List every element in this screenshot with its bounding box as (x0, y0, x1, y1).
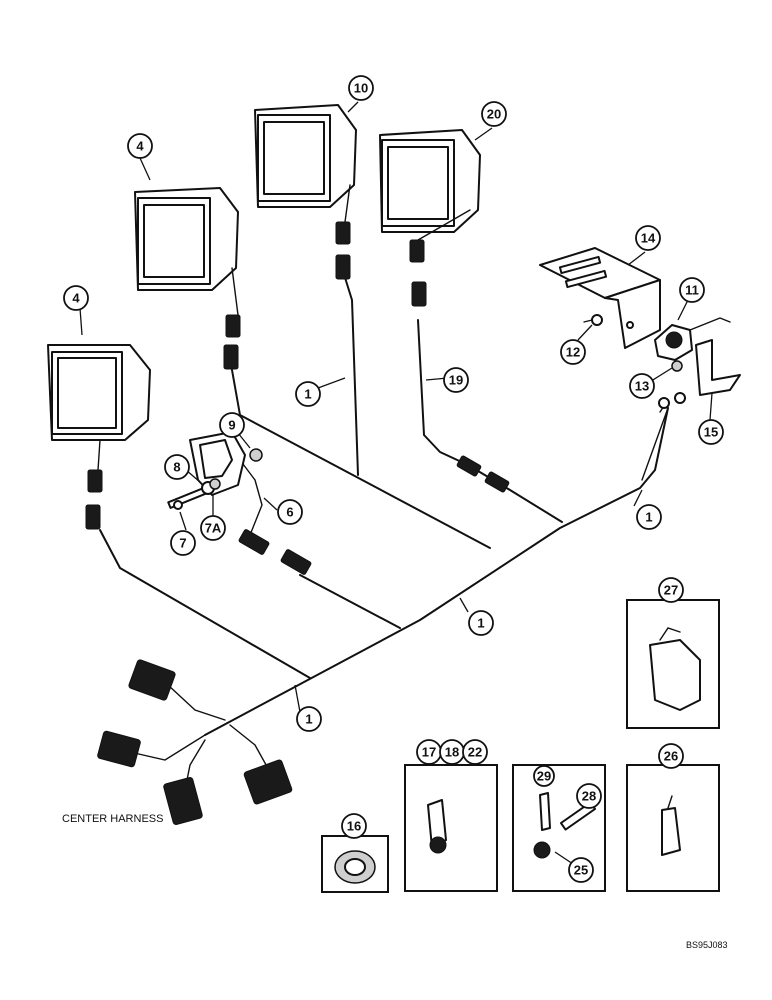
svg-text:29: 29 (537, 769, 551, 784)
callout-18: 18 (439, 739, 465, 765)
work-lamp-4 (134, 187, 241, 370)
detail-box-27 (626, 599, 720, 729)
svg-text:15: 15 (704, 425, 718, 440)
center-harness-connectors (97, 659, 293, 825)
svg-text:6: 6 (286, 505, 293, 520)
svg-text:22: 22 (468, 745, 482, 760)
mounting-bracket-14 (539, 247, 661, 349)
svg-text:27: 27 (664, 583, 678, 598)
work-lamp-lower-left (47, 344, 151, 530)
main-harness-trunk (204, 407, 669, 736)
svg-text:20: 20 (487, 107, 501, 122)
callout-1-c: 1 (468, 610, 494, 636)
callout-16: 16 (341, 813, 367, 839)
detail-box-16 (321, 835, 389, 893)
callout-10: 10 (348, 75, 374, 101)
svg-text:1: 1 (645, 510, 652, 525)
callout-25: 25 (568, 857, 594, 883)
switch-11 (654, 317, 731, 361)
callout-12: 12 (560, 339, 586, 365)
callout-17: 17 (416, 739, 442, 765)
nut-13 (671, 360, 683, 372)
connector-pair-19 (456, 455, 510, 493)
svg-text:11: 11 (685, 283, 699, 298)
callout-4-lower: 4 (63, 285, 89, 311)
svg-text:16: 16 (347, 819, 361, 834)
callout-19: 19 (443, 367, 469, 393)
callout-1-a: 1 (295, 381, 321, 407)
callout-26: 26 (658, 743, 684, 769)
svg-text:13: 13 (635, 379, 649, 394)
spacer-8 (201, 478, 221, 495)
svg-text:4: 4 (72, 291, 80, 306)
callout-28: 28 (576, 783, 602, 809)
svg-text:28: 28 (582, 789, 596, 804)
callout-27: 27 (658, 577, 684, 603)
detail-box-26 (626, 764, 720, 892)
svg-text:4: 4 (136, 139, 144, 154)
work-lamp-10 (254, 104, 357, 280)
ring-terminals (658, 392, 686, 409)
svg-text:25: 25 (574, 863, 588, 878)
svg-text:12: 12 (566, 345, 580, 360)
callout-11: 11 (679, 277, 705, 303)
callout-22: 22 (462, 739, 488, 765)
callout-4-upper: 4 (127, 133, 153, 159)
connector-6 (238, 529, 312, 575)
svg-text:9: 9 (228, 418, 235, 433)
callout-7: 7 (170, 530, 196, 556)
work-lamp-20 (379, 129, 481, 307)
callout-13: 13 (629, 373, 655, 399)
svg-text:1: 1 (305, 712, 312, 727)
callout-8: 8 (164, 454, 190, 480)
svg-text:1: 1 (304, 387, 311, 402)
callout-15: 15 (698, 419, 724, 445)
svg-text:18: 18 (445, 745, 459, 760)
svg-text:17: 17 (422, 745, 436, 760)
relay-bracket (189, 431, 263, 496)
screw-12 (583, 314, 603, 326)
callout-6: 6 (277, 499, 303, 525)
svg-text:14: 14 (641, 231, 656, 246)
callout-20: 20 (481, 101, 507, 127)
svg-text:1: 1 (477, 616, 484, 631)
plate-15 (695, 339, 741, 396)
callout-14: 14 (635, 225, 661, 251)
callout-7a: 7A (200, 515, 226, 541)
callout-1-d: 1 (296, 706, 322, 732)
svg-text:7A: 7A (205, 521, 222, 536)
svg-text:10: 10 (354, 81, 368, 96)
callout-29: 29 (533, 765, 555, 787)
svg-text:8: 8 (173, 460, 180, 475)
callout-9: 9 (219, 412, 245, 438)
drawing-code: BS95J083 (686, 940, 728, 950)
svg-text:26: 26 (664, 749, 678, 764)
detail-box-17-18-22 (404, 764, 498, 892)
svg-text:19: 19 (449, 373, 463, 388)
bolt-7 (167, 487, 207, 510)
center-harness-label: CENTER HARNESS (62, 813, 163, 825)
svg-text:7: 7 (179, 536, 186, 551)
callout-1-b: 1 (636, 504, 662, 530)
